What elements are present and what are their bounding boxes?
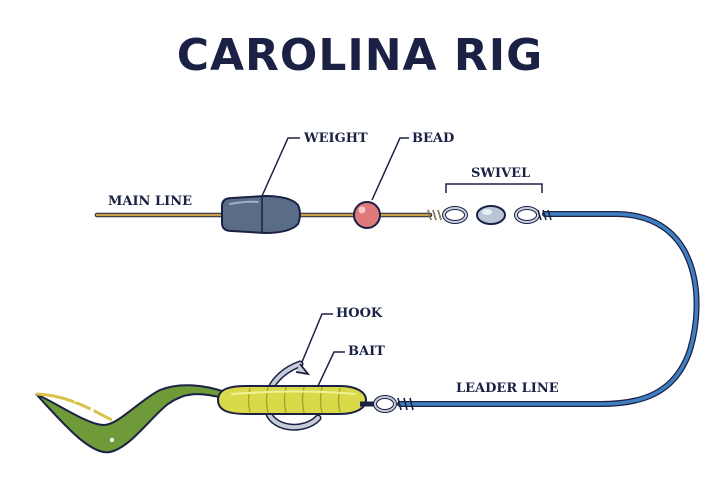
swivel-bracket: [445, 183, 543, 193]
bait-tail: [35, 384, 227, 454]
bead-label: BEAD: [412, 131, 455, 146]
leader-line-label: LEADER LINE: [456, 381, 559, 396]
bead: [353, 201, 381, 229]
weight-label: WEIGHT: [304, 131, 368, 146]
weight-sinker: [221, 194, 301, 235]
bead-pointer: [371, 137, 409, 201]
bait-body: [216, 385, 368, 415]
leader-line: [397, 211, 700, 407]
hook-pointer: [301, 313, 333, 363]
swivel-label: SWIVEL: [471, 166, 531, 181]
hook-label: HOOK: [336, 306, 383, 321]
hook-eye: [360, 395, 414, 413]
weight-pointer: [261, 137, 300, 197]
bait-pointer: [317, 351, 345, 387]
main-line-label: MAIN LINE: [108, 194, 192, 209]
bait-label: BAIT: [348, 344, 385, 359]
swivel: [427, 205, 552, 225]
diagram-title: CAROLINA RIG: [176, 30, 544, 81]
